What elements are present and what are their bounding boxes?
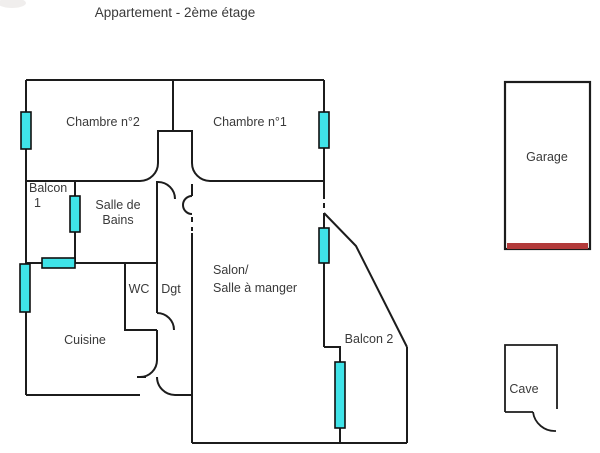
- window-cuisine-icon: [19, 263, 31, 313]
- room-label-garage: Garage: [526, 150, 568, 164]
- room-label-chambre1: Chambre n°1: [213, 115, 287, 129]
- scan-smudge: [0, 0, 26, 8]
- room-label-balcon1-line1: Balcon: [29, 181, 67, 195]
- wall-balcon2-diagonal: [323, 212, 408, 348]
- room-label-chambre2: Chambre n°2: [66, 115, 140, 129]
- room-label-wc: WC: [129, 282, 150, 296]
- garage-box: Garage: [503, 80, 592, 251]
- room-label-salon-line2: Salle à manger: [213, 281, 297, 295]
- room-label-cuisine: Cuisine: [64, 333, 106, 347]
- room-label-cave: Cave: [509, 382, 538, 396]
- room-label-sdb-line1: Salle de: [95, 198, 140, 212]
- door-arc-sdb: [157, 181, 176, 200]
- door-arc-cuisine: [139, 359, 158, 378]
- chimney-flue: [157, 130, 193, 163]
- window-salon-balcon2-icon: [318, 227, 330, 264]
- chimney-flare-right: [191, 162, 211, 182]
- room-label-salon-line1: Salon/: [213, 263, 249, 277]
- wall-wc: [124, 263, 157, 331]
- garage-door-icon: [507, 243, 588, 249]
- room-label-balcon2: Balcon 2: [345, 332, 394, 346]
- room-label-balcon1-line2: 1: [34, 196, 41, 210]
- apartment-walls: [25, 79, 408, 444]
- window-balcon1-cuisine-icon: [41, 257, 76, 269]
- window-chambre2-icon: [20, 111, 32, 150]
- door-arc-dgt-bottom: [156, 312, 175, 331]
- window-balcon2-icon: [334, 361, 346, 429]
- window-balcon1-sdb-icon: [69, 195, 81, 233]
- page-title: Appartement - 2ème étage: [95, 5, 256, 20]
- garage-outline: [503, 80, 592, 251]
- room-label-sdb-line2: Bains: [102, 213, 133, 227]
- duct-bulge: [182, 195, 193, 215]
- windows: [19, 111, 346, 429]
- window-chambre1-icon: [318, 111, 330, 149]
- cave-outline: [504, 344, 558, 412]
- room-label-dgt: Dgt: [161, 282, 181, 296]
- cave-door-arc: [532, 411, 557, 432]
- door-arc-entry: [156, 376, 176, 396]
- cave-box: [504, 344, 558, 432]
- chimney-flare-left: [139, 162, 159, 182]
